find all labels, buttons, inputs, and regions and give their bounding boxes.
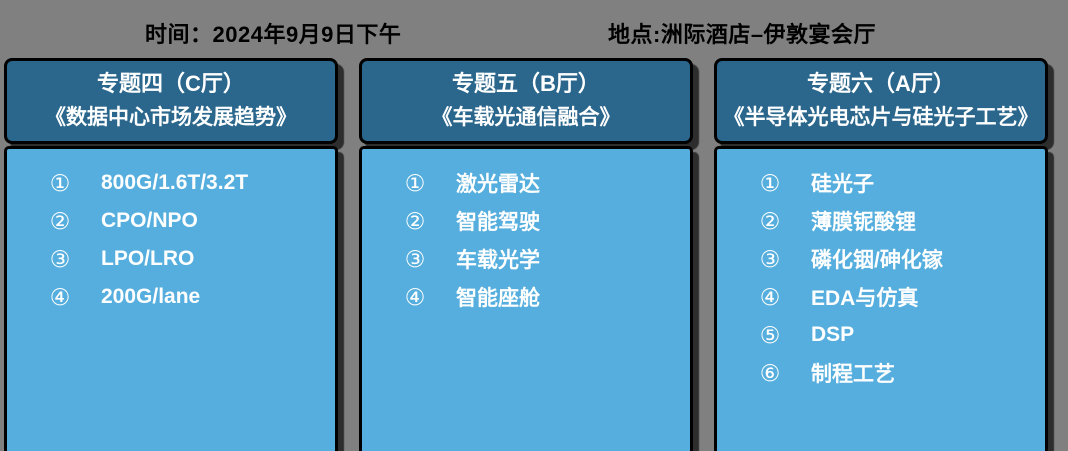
panel-header-topic6: 专题六（A厅） 《半导体光电芯片与硅光子工艺》: [714, 58, 1048, 144]
topic-item-label: EDA与仿真: [811, 287, 919, 310]
topic-item-label: 800G/1.6T/3.2T: [101, 171, 249, 194]
topic-item: ① 激光雷达: [402, 164, 682, 202]
topic-item: ④ EDA与仿真: [757, 278, 1037, 316]
topic-item-label: CPO/NPO: [101, 209, 198, 232]
topic-item-label: 激光雷达: [456, 173, 540, 196]
topic-item: ① 硅光子: [757, 164, 1037, 202]
topic-item: ③ LPO/LRO: [47, 240, 327, 278]
topic-item-label: DSP: [811, 323, 855, 346]
topic-item-number: ①: [759, 169, 781, 196]
panel-subtitle: 《车载光通信融合》: [431, 106, 621, 129]
topic-item-number: ②: [759, 207, 781, 234]
topic-item: ③ 车载光学: [402, 240, 682, 278]
topic-item-label: 智能座舱: [456, 287, 540, 310]
topic-item-label: 磷化铟/砷化镓: [811, 249, 943, 272]
session-panel-topic4: 专题四（C厅） 《数据中心市场发展趋势》 ① 800G/1.6T/3.2T ② …: [4, 58, 338, 451]
topic-item-number: ②: [49, 207, 71, 234]
panel-title: 专题五（B厅）: [452, 71, 600, 96]
topic-item-number: ④: [759, 283, 781, 310]
topic-list-topic4: ① 800G/1.6T/3.2T ② CPO/NPO ③ LPO/LRO ④ 2…: [4, 146, 338, 451]
topic-item: ② CPO/NPO: [47, 202, 327, 240]
topic-item-number: ③: [759, 245, 781, 272]
topic-item-label: 车载光学: [456, 249, 540, 272]
topic-item-label: 制程工艺: [811, 363, 895, 386]
topic-item-label: LPO/LRO: [101, 247, 195, 270]
session-panel-topic6: 专题六（A厅） 《半导体光电芯片与硅光子工艺》 ① 硅光子 ② 薄膜铌酸锂 ③ …: [714, 58, 1048, 451]
topic-item-number: ⑤: [759, 321, 781, 348]
panel-title: 专题四（C厅）: [97, 71, 245, 96]
topic-item: ⑥ 制程工艺: [757, 354, 1037, 392]
topic-list-topic6: ① 硅光子 ② 薄膜铌酸锂 ③ 磷化铟/砷化镓 ④ EDA与仿真 ⑤ DSP: [714, 146, 1048, 451]
panel-subtitle: 《半导体光电芯片与硅光子工艺》: [723, 106, 1039, 129]
topic-item-label: 硅光子: [811, 173, 874, 196]
topic-item-label: 智能驾驶: [456, 211, 540, 234]
topic-item: ② 薄膜铌酸锂: [757, 202, 1037, 240]
topic-item-label: 薄膜铌酸锂: [811, 211, 916, 234]
topic-item-number: ③: [404, 245, 426, 272]
topic-item: ① 800G/1.6T/3.2T: [47, 164, 327, 202]
topic-item-label: 200G/lane: [101, 285, 201, 308]
topic-item: ② 智能驾驶: [402, 202, 682, 240]
panel-title: 专题六（A厅）: [807, 71, 955, 96]
topic-item: ⑤ DSP: [757, 316, 1037, 354]
topic-list-topic5: ① 激光雷达 ② 智能驾驶 ③ 车载光学 ④ 智能座舱: [359, 146, 693, 451]
panel-subtitle: 《数据中心市场发展趋势》: [45, 106, 297, 129]
topic-item-number: ①: [404, 169, 426, 196]
topic-item-number: ⑥: [759, 359, 781, 386]
session-panels-row: 专题四（C厅） 《数据中心市场发展趋势》 ① 800G/1.6T/3.2T ② …: [4, 58, 1048, 451]
topic-item-number: ③: [49, 245, 71, 272]
event-time-label: 时间：2024年9月9日下午: [145, 22, 402, 47]
panel-header-topic4: 专题四（C厅） 《数据中心市场发展趋势》: [4, 58, 338, 144]
topic-item-number: ④: [49, 283, 71, 310]
event-location-label: 地点:洲际酒店–伊敦宴会厅: [608, 22, 877, 47]
topic-item: ④ 200G/lane: [47, 278, 327, 316]
topic-item: ④ 智能座舱: [402, 278, 682, 316]
topic-item-number: ④: [404, 283, 426, 310]
session-panel-topic5: 专题五（B厅） 《车载光通信融合》 ① 激光雷达 ② 智能驾驶 ③ 车载光学 ④: [359, 58, 693, 451]
panel-header-topic5: 专题五（B厅） 《车载光通信融合》: [359, 58, 693, 144]
topic-item-number: ②: [404, 207, 426, 234]
topic-item-number: ①: [49, 169, 71, 196]
topic-item: ③ 磷化铟/砷化镓: [757, 240, 1037, 278]
